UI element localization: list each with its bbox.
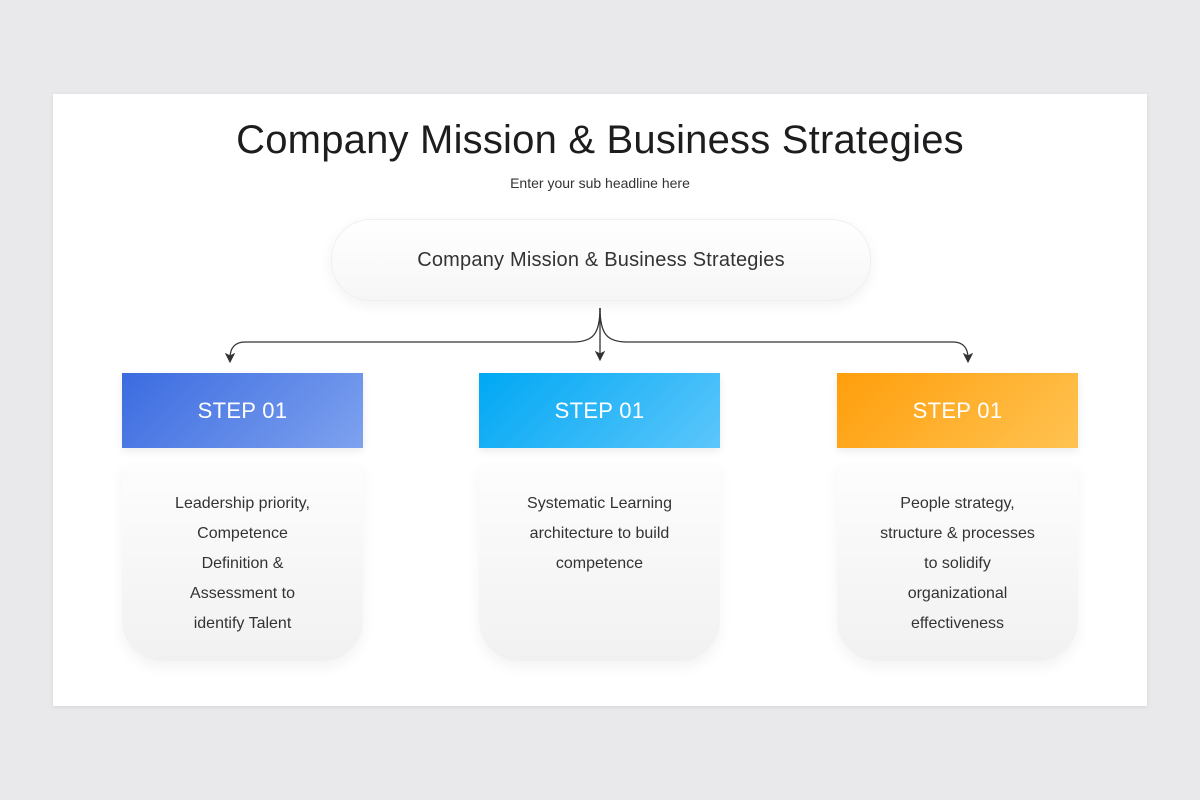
connector-left-branch: [224, 307, 601, 364]
slide-subtitle: Enter your sub headline here: [510, 175, 690, 191]
step-2-card: Systematic Learning architecture to buil…: [479, 465, 720, 661]
step-2-title: STEP 01: [554, 397, 645, 423]
slide: Company Mission & Business Strategies En…: [53, 94, 1147, 706]
step-1-title: STEP 01: [197, 397, 288, 423]
step-2-description: Systematic Learning architecture to buil…: [527, 495, 672, 572]
connector-right-branch: [599, 307, 974, 364]
step-1-card: Leadership priority, Competence Definiti…: [122, 465, 363, 661]
step-3-card: People strategy, structure & processes t…: [837, 465, 1078, 661]
step-1-header: STEP 01: [122, 373, 363, 448]
step-3-description: People strategy, structure & processes t…: [880, 495, 1035, 632]
step-3-header: STEP 01: [837, 373, 1078, 448]
step-3-title: STEP 01: [912, 397, 1003, 423]
step-2-header: STEP 01: [479, 373, 720, 448]
root-node-label: Company Mission & Business Strategies: [417, 248, 785, 271]
step-1-description: Leadership priority, Competence Definiti…: [175, 495, 310, 632]
slide-title: Company Mission & Business Strategies: [236, 118, 964, 162]
root-node: Company Mission & Business Strategies: [331, 219, 871, 301]
